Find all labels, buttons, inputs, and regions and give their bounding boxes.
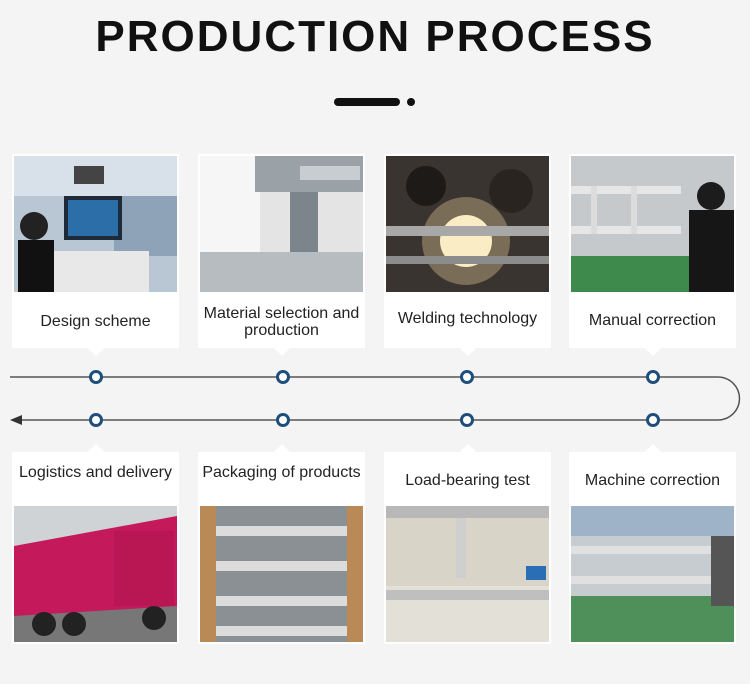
step-label: Manual correction <box>588 312 717 329</box>
card-pointer <box>645 348 661 356</box>
step-card-manual-correction: Manual correction <box>569 154 736 356</box>
step-card-load-test: Load-bearing test <box>384 444 551 644</box>
card-pointer <box>88 348 104 356</box>
card-pointer <box>274 348 290 356</box>
card-pointer <box>88 444 104 452</box>
timeline-path <box>10 376 741 421</box>
step-label: Welding technology <box>397 310 538 327</box>
packaging-photo <box>200 506 363 642</box>
node-material-selection <box>276 370 290 384</box>
node-design-scheme <box>89 370 103 384</box>
step-label: Design scheme <box>40 313 151 330</box>
step-label: Load-bearing test <box>405 472 530 489</box>
title-dot <box>407 98 415 106</box>
node-welding <box>460 370 474 384</box>
manual-correction-photo <box>571 156 734 292</box>
step-card-machine-correction: Machine correction <box>569 444 736 644</box>
node-logistics <box>89 413 103 427</box>
timeline-arrowhead <box>10 415 22 425</box>
step-label: Machine correction <box>584 472 721 489</box>
step-card-logistics: Logistics and delivery <box>12 444 179 644</box>
step-label: Packaging of products <box>202 464 361 481</box>
load-test-photo <box>386 506 549 642</box>
step-card-packaging: Packaging of products <box>198 444 365 644</box>
card-pointer <box>460 444 476 452</box>
machine-correction-photo <box>571 506 734 642</box>
card-pointer <box>460 348 476 356</box>
card-pointer <box>274 444 290 452</box>
node-machine-correction <box>646 413 660 427</box>
design-scheme-photo <box>14 156 177 292</box>
step-label: Material selection and production <box>203 305 360 339</box>
step-card-material-selection: Material selection and production <box>198 154 365 356</box>
logistics-photo <box>14 506 177 642</box>
page-title: PRODUCTION PROCESS <box>95 12 655 61</box>
node-packaging <box>276 413 290 427</box>
step-card-welding: Welding technology <box>384 154 551 356</box>
material-selection-photo <box>200 156 363 292</box>
card-pointer <box>645 444 661 452</box>
node-load-test <box>460 413 474 427</box>
node-manual-correction <box>646 370 660 384</box>
timeline-nodes <box>89 370 660 427</box>
step-card-design-scheme: Design scheme <box>12 154 179 356</box>
welding-photo <box>386 156 549 292</box>
step-label: Logistics and delivery <box>19 464 172 481</box>
title-underline <box>334 98 400 106</box>
